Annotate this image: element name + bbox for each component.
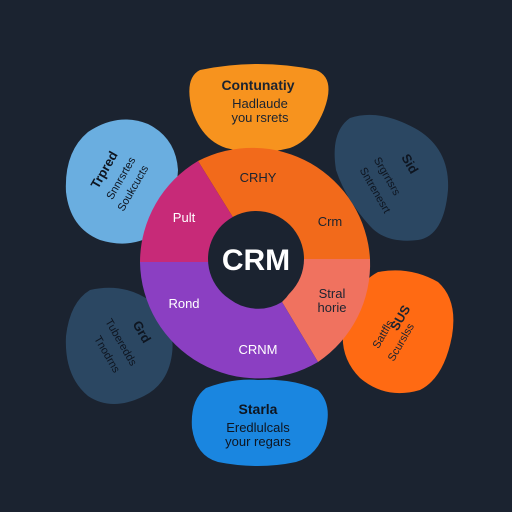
hub-circle — [208, 211, 304, 307]
ring-segment-salmon — [282, 259, 371, 362]
petal-bottom-shape — [191, 379, 328, 466]
petal-bottom-left-shape — [65, 287, 173, 404]
petal-top-right-shape — [334, 114, 449, 241]
petal-bottom-line2: your regars — [225, 434, 291, 449]
ring-label-crnm: CRNM — [239, 342, 278, 357]
petal-top-title: Contunatiy — [221, 77, 294, 93]
petal-top-shape — [189, 64, 329, 152]
ring-label-crhy: CRHY — [240, 170, 277, 185]
petal-top-left-shape — [65, 119, 178, 244]
ring-label-pult: Pult — [173, 210, 196, 225]
hub-label: CRM — [222, 244, 290, 277]
petal-bottom-title: Starla — [239, 401, 278, 417]
ring — [140, 147, 371, 379]
ring-label-horie: horie — [318, 300, 347, 315]
petal-bottom-line1: Eredlulcals — [226, 420, 290, 435]
petal-top-right: Sid Srgrrtsrs Sntrenesrt — [334, 114, 449, 241]
ring-label-stral: Stral — [319, 286, 346, 301]
petal-top-left: Trpred Snnrsrtes Soukcucts — [65, 119, 178, 244]
ring-label-rond: Rond — [168, 296, 199, 311]
petal-bottom-right-shape — [342, 270, 454, 394]
ring-label-crm: Crm — [318, 214, 343, 229]
petal-top-line2: you rsrets — [231, 110, 289, 125]
ring-segment-magenta — [140, 161, 234, 262]
ring-segment-purple — [140, 262, 318, 379]
petal-bottom-right: SUS Sattfls Scurslss — [342, 270, 454, 394]
ring-segment-orange — [198, 147, 370, 259]
petal-top-line1: Hadlaude — [232, 96, 288, 111]
petal-bottom: Starla Eredlulcals your regars — [191, 379, 328, 466]
petal-top: Contunatiy Hadlaude you rsrets — [189, 64, 329, 152]
petal-bottom-left: Grd Tuberedds Tnodrns — [65, 287, 173, 404]
